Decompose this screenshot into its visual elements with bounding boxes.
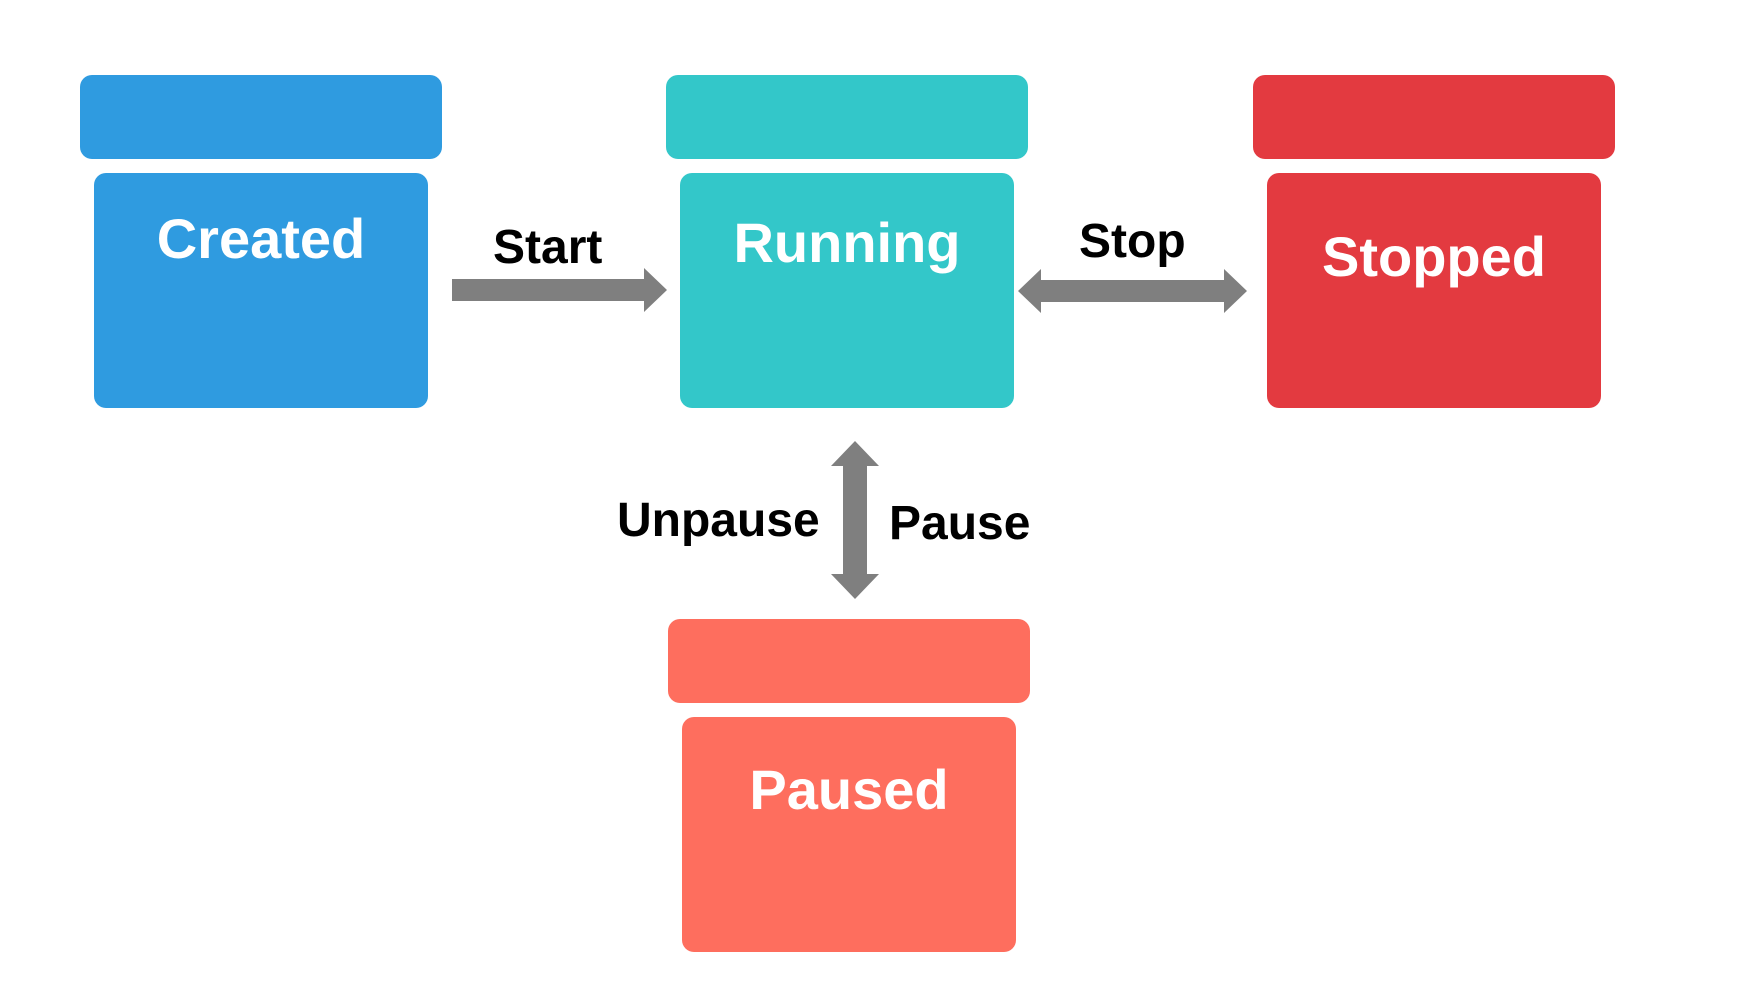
transition-label-stop: Stop (1079, 215, 1186, 268)
state-paused-label: Paused (749, 758, 949, 821)
start-arrow (452, 268, 667, 312)
state-running-body (680, 173, 1014, 408)
state-stopped-lid (1253, 75, 1615, 159)
transition-label-pause: Pause (889, 497, 1031, 550)
state-created-body (94, 173, 428, 408)
pause-unpause-arrow (831, 441, 879, 599)
state-paused-lid (668, 619, 1030, 703)
state-paused-body (682, 717, 1016, 952)
state-stopped-body (1267, 173, 1601, 408)
state-running-label: Running (733, 211, 961, 274)
state-running-lid (666, 75, 1028, 159)
state-created-lid (80, 75, 442, 159)
transition-label-start: Start (493, 221, 603, 274)
stop-arrow (1018, 269, 1247, 313)
transition-label-unpause: Unpause (617, 494, 820, 547)
state-created-label: Created (156, 207, 366, 270)
state-stopped-label: Stopped (1322, 225, 1546, 288)
